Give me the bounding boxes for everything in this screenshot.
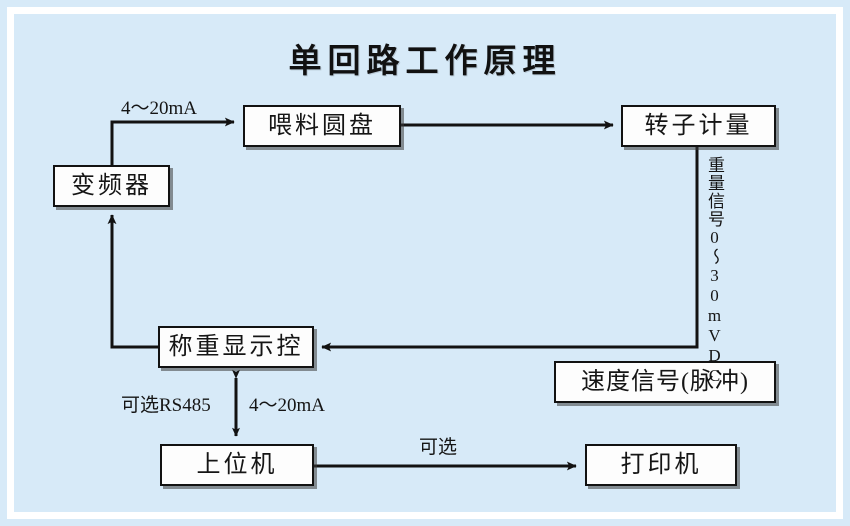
wire-controller-to-inverter xyxy=(107,214,158,349)
node-inverter-label: 变频器 xyxy=(71,173,152,199)
node-feeder-disc-label: 喂料圆盘 xyxy=(268,113,376,139)
edge-label-controller-to-host-right: 4～20mA xyxy=(249,395,326,416)
node-weighing-display-controller[interactable]: 称重显示控 xyxy=(158,326,314,368)
wire-rotor-to-controller xyxy=(321,147,699,352)
node-host-computer[interactable]: 上位机 xyxy=(160,444,314,486)
node-printer-label: 打印机 xyxy=(620,452,702,478)
edge-label-controller-to-host-left: 可选RS485 xyxy=(121,395,211,416)
page-title: 单回路工作原理 xyxy=(288,44,562,80)
node-inverter[interactable]: 变频器 xyxy=(53,165,170,207)
wire-inverter-to-feeder xyxy=(110,117,235,165)
node-speed-signal[interactable]: 速度信号(脉冲) xyxy=(554,361,776,403)
edge-label-inverter-to-feeder: 4～20mA xyxy=(121,98,198,119)
node-host-computer-label: 上位机 xyxy=(196,452,278,478)
node-feeder-disc[interactable]: 喂料圆盘 xyxy=(243,105,401,147)
node-weighing-display-controller-label: 称重显示控 xyxy=(168,334,304,360)
node-printer[interactable]: 打印机 xyxy=(585,444,737,486)
edge-label-rotor-to-controller: 重量信号0～30mVDC xyxy=(705,156,724,386)
node-rotor-meter-label: 转子计量 xyxy=(644,113,753,139)
edge-label-host-to-printer: 可选 xyxy=(419,437,458,458)
node-rotor-meter[interactable]: 转子计量 xyxy=(621,105,776,147)
node-speed-signal-label: 速度信号(脉冲) xyxy=(581,369,749,395)
